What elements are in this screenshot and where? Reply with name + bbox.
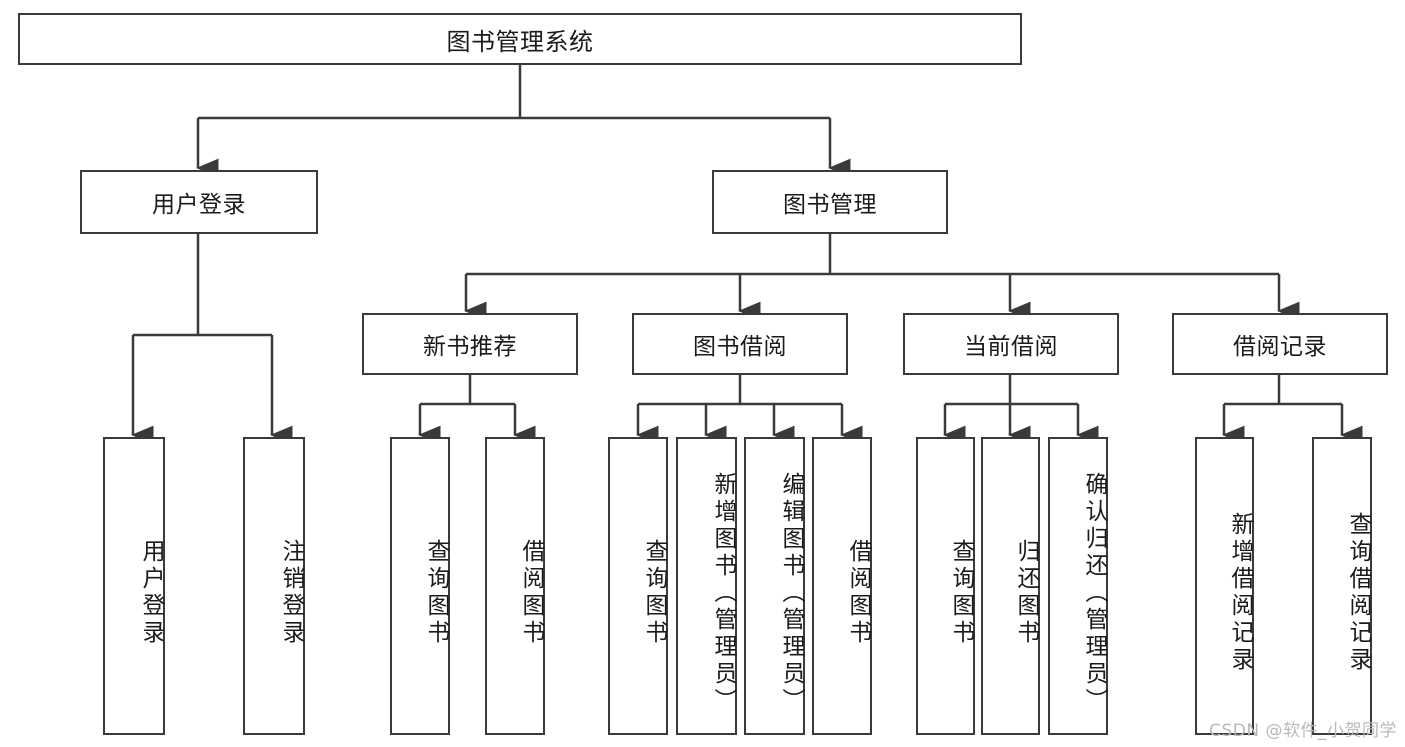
node-leaf-borrow-book-1[interactable]: 借阅图书	[485, 437, 545, 735]
leaf-label: 新增借阅记录	[1227, 512, 1253, 674]
leaf-label: 查询图书	[423, 539, 449, 647]
node-new-book-recommend[interactable]: 新书推荐	[362, 313, 578, 375]
node-book-manage[interactable]: 图书管理	[712, 170, 948, 234]
leaf-label: 确认归还（管理员）	[1081, 471, 1107, 715]
leaf-label: 归还图书	[1013, 539, 1039, 647]
node-leaf-query-book-2[interactable]: 查询图书	[608, 437, 668, 735]
node-leaf-edit-book-admin[interactable]: 编辑图书（管理员）	[744, 437, 805, 735]
node-leaf-query-book-3[interactable]: 查询图书	[916, 437, 975, 735]
leaf-label: 注销登录	[278, 539, 304, 647]
leaf-label: 用户登录	[138, 539, 164, 647]
leaf-label: 查询借阅记录	[1345, 512, 1371, 674]
node-leaf-query-book-1[interactable]: 查询图书	[390, 437, 450, 735]
leaf-label: 查询图书	[641, 539, 667, 647]
node-borrow-record[interactable]: 借阅记录	[1172, 313, 1388, 375]
node-leaf-add-borrow-record[interactable]: 新增借阅记录	[1195, 437, 1254, 735]
csdn-watermark: CSDN @软件_小贺同学	[1209, 721, 1397, 741]
node-leaf-logout[interactable]: 注销登录	[243, 437, 305, 735]
node-leaf-user-login[interactable]: 用户登录	[103, 437, 165, 735]
node-leaf-query-borrow-record[interactable]: 查询借阅记录	[1312, 437, 1372, 735]
leaf-label: 借阅图书	[845, 539, 871, 647]
leaf-label: 借阅图书	[518, 539, 544, 647]
node-root-system[interactable]: 图书管理系统	[18, 13, 1022, 65]
leaf-label: 编辑图书（管理员）	[778, 471, 804, 715]
node-user-login[interactable]: 用户登录	[80, 170, 318, 234]
node-leaf-confirm-return-admin[interactable]: 确认归还（管理员）	[1048, 437, 1108, 735]
node-book-borrow[interactable]: 图书借阅	[632, 313, 848, 375]
node-leaf-add-book-admin[interactable]: 新增图书（管理员）	[676, 437, 737, 735]
leaf-label: 新增图书（管理员）	[710, 471, 736, 715]
node-leaf-return-book[interactable]: 归还图书	[981, 437, 1040, 735]
node-current-borrow[interactable]: 当前借阅	[903, 313, 1119, 375]
node-leaf-borrow-book-2[interactable]: 借阅图书	[812, 437, 872, 735]
leaf-label: 查询图书	[948, 539, 974, 647]
